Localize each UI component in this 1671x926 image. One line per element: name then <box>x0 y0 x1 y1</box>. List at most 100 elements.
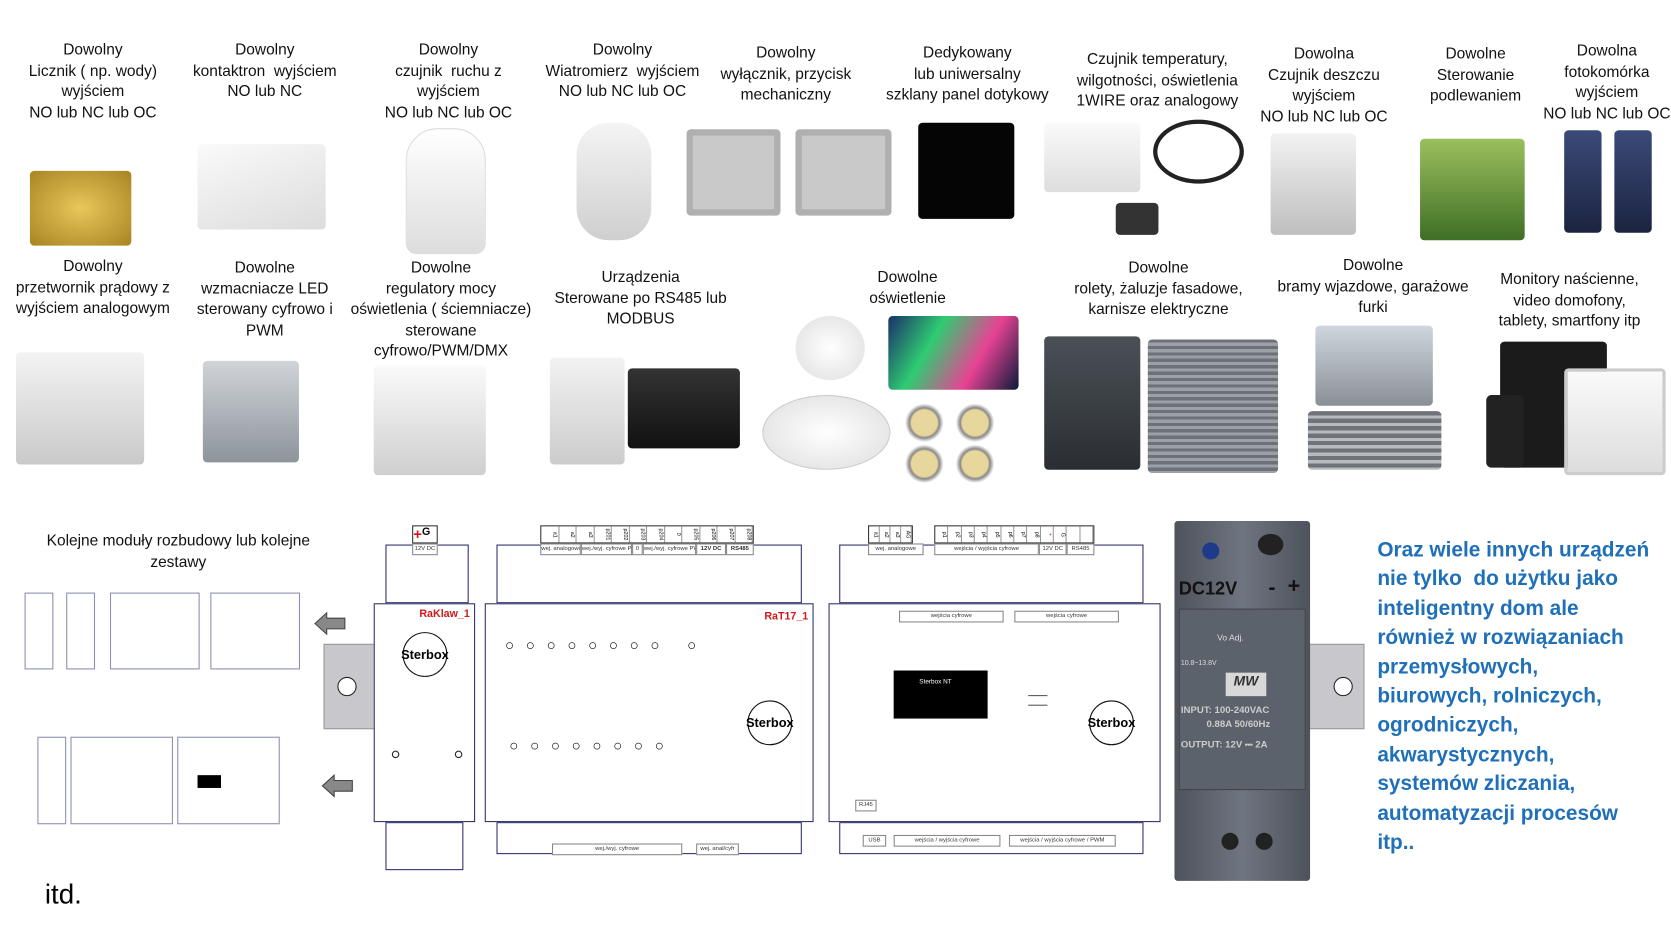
single-switch-image <box>686 129 781 216</box>
rat17-bottom-label: wej. anal/cyfr <box>696 843 739 856</box>
expansion-mini-module <box>177 736 280 825</box>
sensor-box-image <box>1044 122 1141 193</box>
led-strip-image <box>888 316 1019 390</box>
bulb-image <box>795 316 865 381</box>
nt-rs485-label: RS485 <box>1066 543 1095 556</box>
nt-rj45-label: RJ45 <box>855 799 877 812</box>
arrow-left-icon <box>314 611 346 636</box>
psu-minus: - <box>1268 576 1276 601</box>
raklaw-power-label: 12V DC <box>412 543 438 556</box>
expansion-mini-module <box>66 592 96 670</box>
gate-image <box>1307 411 1442 470</box>
led-amplifier-image <box>202 360 299 463</box>
etc-label: itd. <box>44 877 82 910</box>
photocell-left-image <box>1564 130 1602 233</box>
psu-plus: + <box>1287 574 1301 598</box>
caption-gates: Dowolne bramy wjazdowe, garażowe furki <box>1277 257 1469 317</box>
caption-reed-switch: Dowolny kontaktron wyjściem NO lub NC <box>192 41 337 101</box>
reed-switch-image <box>197 144 326 230</box>
psu-output: OUTPUT: 12V ⎓ 2A <box>1180 738 1268 750</box>
probe-cable-image <box>1153 119 1244 184</box>
caption-photocell: Dowolna fotokomórka wyjściem NO lub NC l… <box>1543 42 1671 123</box>
nt-analog-label: wej. analogowe <box>868 543 924 556</box>
touch-panel-image <box>918 122 1015 219</box>
modbus-module-image <box>627 368 740 449</box>
dimmer-image <box>373 365 486 476</box>
din-rail-left <box>323 643 377 730</box>
psu-input: INPUT: 100-240VAC <box>1180 704 1270 716</box>
raklaw-power-terminal: +G <box>412 525 438 544</box>
nt-inner-label: wejścia cyfrowe <box>1014 610 1119 623</box>
caption-temperature-sensor: Czujnik temperatury, wilgotności, oświet… <box>1076 51 1239 110</box>
nt-bottom-label: wejścia / wyjścia cyfrowe <box>893 834 1001 847</box>
raklaw-module: RaKlaw_1 Sterbox <box>373 603 476 823</box>
rat17-bottom-label: wej./wyj. cyfrowe <box>552 843 683 856</box>
caption-dimmers: Dowolne regulatory mocy oświetlenia ( śc… <box>350 259 532 360</box>
motion-sensor-image <box>405 128 486 255</box>
caption-lighting: Dowolne oświetlenie <box>869 269 946 307</box>
caption-irrigation: Dowolne Sterowanie podlewaniem <box>1429 45 1522 105</box>
raklaw-name: RaKlaw_1 <box>419 608 470 621</box>
caption-current-transducer: Dowolny przetwornik prądowy z wyjściem a… <box>15 258 170 318</box>
current-transducer-image <box>16 352 145 465</box>
nt-io-label: wejścia / wyjścia cyfrowe <box>934 543 1039 556</box>
power-supply: DC12V - + Vo Adj. 10.8~13.8V MW INPUT: 1… <box>1174 521 1311 881</box>
sterbox-logo: Sterbox <box>746 700 794 746</box>
rat17-pwm-label: wej./wyj. cyfrowe PWM <box>580 543 633 556</box>
expansion-mini-module <box>37 736 67 825</box>
psu-range: 10.8~13.8V <box>1180 659 1217 668</box>
expansion-mini-module <box>24 592 54 670</box>
caption-expansion-modules: Kolejne moduły rozbudowy lub kolejne zes… <box>46 532 310 571</box>
caption-switch: Dowolny wyłącznik, przycisk mechaniczny <box>720 44 852 104</box>
caption-rain-sensor: Dowolna Czujnik deszczu wyjściem NO lub … <box>1260 45 1388 126</box>
roller-shutter-image <box>1044 336 1141 470</box>
expansion-mini-module <box>70 736 173 825</box>
rs485-module-image <box>549 357 625 465</box>
nt-usb-label: USB <box>862 834 887 847</box>
photocell-right-image <box>1614 130 1652 233</box>
spotlights-image <box>899 397 1001 483</box>
nt-display: Sterbox NT <box>893 670 988 719</box>
rat17-pwm-label: wej./wyj. cyfrowe PWM <box>642 543 697 556</box>
meanwell-logo: MW <box>1225 672 1267 697</box>
caption-monitors: Monitory naścienne, video domofony, tabl… <box>1498 271 1641 330</box>
caption-led-amplifier: Dowolne wzmacniacze LED sterowany cyfrow… <box>196 259 333 339</box>
expansion-mini-module <box>210 592 301 670</box>
expansion-mini-module <box>109 592 200 670</box>
garage-image <box>1315 325 1433 406</box>
tablet-image <box>1564 368 1666 476</box>
water-meter-image <box>29 170 132 246</box>
ground-terminal: G <box>421 526 431 539</box>
caption-blinds: Dowolne rolety, żaluzje fasadowe, karnis… <box>1074 259 1243 319</box>
rat17-rs485-label: RS485 <box>726 543 754 556</box>
nt-bottom-label: wejścia / wyjścia cyfrowe / PWM <box>1008 834 1116 847</box>
rat17-name: RaT17_1 <box>764 610 809 623</box>
raklaw-bottom <box>385 822 464 871</box>
psu-voltage: DC12V <box>1178 578 1238 599</box>
psu-input2: 0.88A 50/60Hz <box>1206 718 1271 730</box>
nt-module: wejścia cyfrowe wejścia cyfrowe Sterbox … <box>828 603 1161 823</box>
nt-inner-label: wejścia cyfrowe <box>899 610 1004 623</box>
rat17-analog-label: wej. analogowe <box>540 543 581 556</box>
caption-motion-sensor: Dowolny czujnik ruchu z wyjściem NO lub … <box>384 41 513 122</box>
caption-water-meter: Dowolny Licznik ( np. wody) wyjściem NO … <box>28 41 157 122</box>
other-applications-text: Oraz wiele innych urządzeń nie tylko do … <box>1377 538 1650 855</box>
rat17-zero-label: 0 <box>632 543 643 556</box>
menu-icon <box>1028 695 1048 706</box>
rain-sensor-image <box>1270 133 1356 235</box>
sterbox-logo: Sterbox <box>401 632 449 677</box>
caption-touch-panel: Dedykowany lub uniwersalny szklany panel… <box>886 44 1049 104</box>
anemometer-image <box>576 122 652 241</box>
caption-rs485-devices: Urządzenia Sterowane po RS485 lub MODBUS <box>554 269 727 328</box>
facade-blinds-image <box>1147 339 1279 473</box>
nt-power-label: 12V DC <box>1038 543 1067 556</box>
rat17-power-label: 12V DC <box>696 543 727 556</box>
arrow-left-icon <box>321 774 353 798</box>
irrigation-image <box>1420 138 1525 241</box>
caption-anemometer: Dowolny Wiatromierz wyjściem NO lub NC l… <box>545 41 700 101</box>
psu-vo-adj: Vo Adj. <box>1217 633 1244 643</box>
double-switch-image <box>795 129 892 216</box>
